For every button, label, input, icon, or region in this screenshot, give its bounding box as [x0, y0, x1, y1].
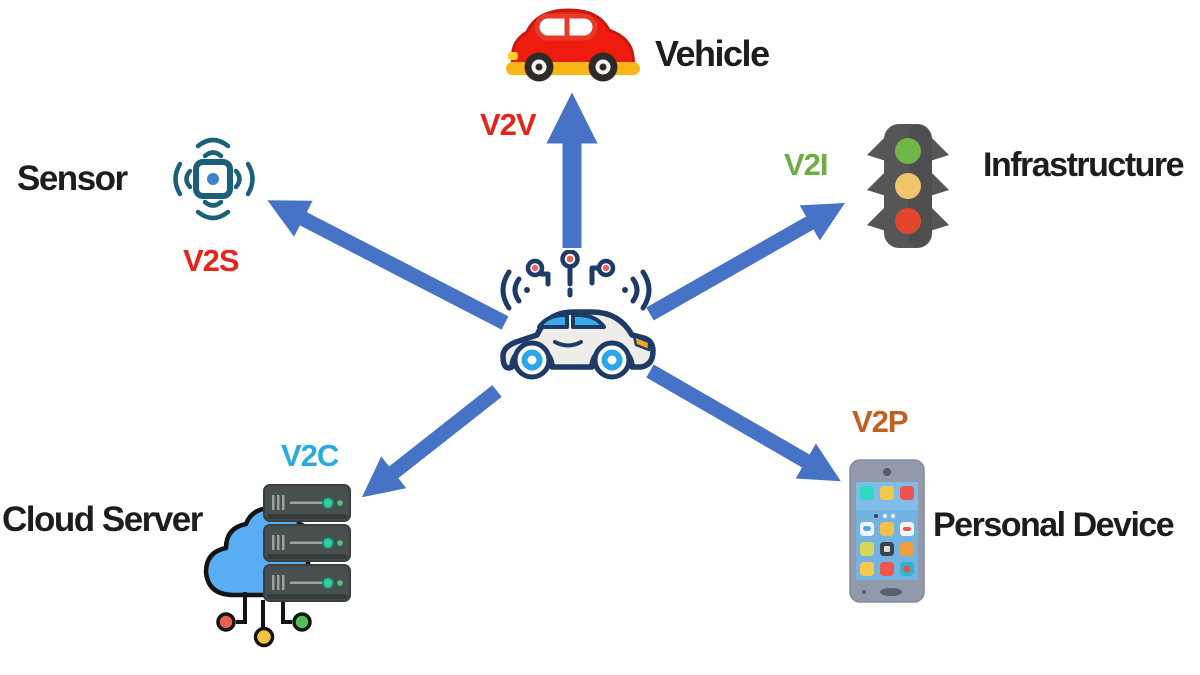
arrow-v2i: [646, 202, 845, 321]
cloud-server-icon: [198, 480, 358, 652]
v2s-label: V2S: [183, 243, 240, 278]
cloud-server-label: Cloud Server: [2, 500, 203, 539]
arrow-v2c: [361, 385, 502, 498]
v2c-label: V2C: [281, 438, 339, 473]
v2i-label: V2I: [784, 147, 829, 182]
personal-device-label: Personal Device: [933, 506, 1175, 544]
v2v-label: V2V: [480, 107, 537, 142]
infrastructure-label: Infrastructure: [983, 146, 1185, 184]
vehicle-label: Vehicle: [655, 33, 770, 74]
v2p-label: V2P: [852, 404, 909, 439]
connected-car-icon: [495, 250, 660, 382]
smartphone-icon: [849, 459, 925, 603]
arrow-v2s: [267, 200, 509, 330]
traffic-light-icon: [862, 122, 954, 250]
red-car-icon: [505, 6, 641, 90]
sensor-icon: [168, 130, 260, 230]
arrow-v2p: [646, 364, 841, 482]
sensor-label: Sensor: [17, 159, 128, 198]
